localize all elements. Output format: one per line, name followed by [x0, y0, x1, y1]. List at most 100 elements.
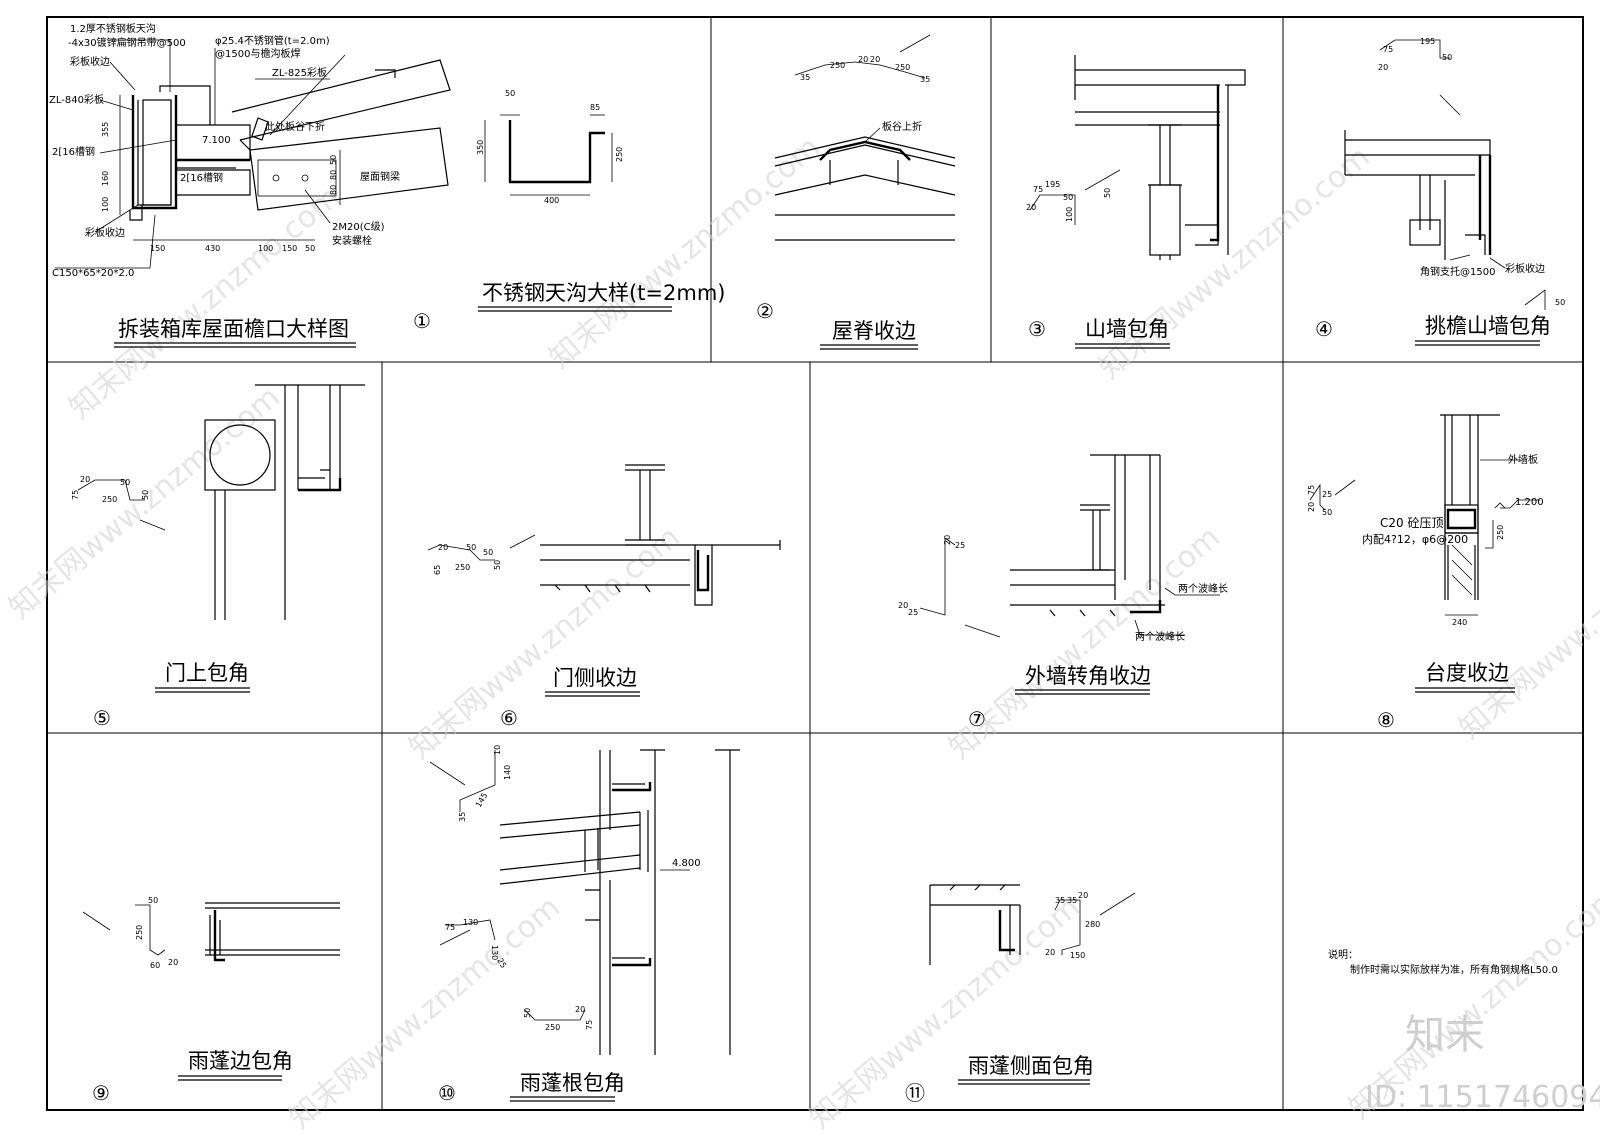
p7-note-crests-1: 两个波峰长	[1178, 582, 1228, 595]
p1-note-flashing-bottom: 彩板收边	[85, 226, 125, 239]
p3-dim-50: 50	[1063, 193, 1073, 202]
p4-title: 挑檐山墙包角	[1425, 314, 1551, 338]
p1-dim-100: 100	[258, 244, 273, 253]
p4-number: ④	[1315, 317, 1333, 341]
p5-number: ⑤	[93, 706, 111, 730]
p4-note-bracket: 角钢支托@1500	[1420, 265, 1495, 278]
p1-note-flashing-top: 彩板收边	[70, 55, 110, 68]
p8-number: ⑧	[1377, 708, 1395, 732]
p1-note-purlin: C150*65*20*2.0	[52, 268, 134, 279]
p10-note-elevation: 4.800	[672, 858, 701, 869]
p10-dim-250: 250	[545, 1023, 560, 1032]
p11-title: 雨蓬侧面包角	[968, 1054, 1094, 1078]
p6-title: 门侧收边	[553, 666, 637, 690]
p3-dim-195: 195	[1045, 180, 1060, 189]
gutter-dim-85: 85	[590, 103, 600, 112]
p3-dim-20: 20	[1026, 203, 1036, 212]
p9-title: 雨蓬边包角	[188, 1049, 293, 1073]
p11-dim-150: 150	[1070, 951, 1085, 960]
p1-dim-430: 430	[205, 244, 220, 253]
p9-dim-60: 60	[150, 961, 160, 970]
p3-dim-100: 100	[1065, 207, 1074, 222]
p6-dim-250: 250	[455, 563, 470, 572]
p9-dim-250: 250	[135, 925, 144, 940]
p1-dim-80b: 80	[329, 185, 338, 195]
p10-dim-145: 145	[474, 791, 489, 809]
p2-dim-20b: 20	[870, 55, 880, 64]
watermark-7: 知末网www.znzmo.com	[1453, 500, 1600, 746]
p8-dim-250: 250	[1496, 525, 1505, 540]
p4-dim-20: 20	[1378, 63, 1388, 72]
remark-label: 说明：	[1328, 948, 1358, 961]
watermark-5: 知末网www.znzmo.com	[403, 520, 687, 766]
p11-number: ⑪	[905, 1081, 925, 1105]
p1-note-fold-down: 此处板谷下折	[265, 120, 325, 133]
p1-note-zl825: ZL-825彩板	[272, 66, 327, 79]
watermark-id: ID: 1151746094	[1365, 1080, 1600, 1115]
p11-dim-35: 35	[1055, 896, 1065, 905]
p8-note-coping: C20 砼压顶	[1380, 516, 1443, 530]
p3-dim-75: 75	[1033, 185, 1043, 194]
p10-dim-75b: 75	[585, 1020, 594, 1030]
p6-dim-65: 65	[433, 565, 442, 575]
p1-dim-150: 150	[150, 244, 165, 253]
panel-dado-trim: 外墙板 1.200 C20 砼压顶 内配4?12，φ6@200 75 25 20…	[1307, 414, 1544, 732]
p9-number: ⑨	[92, 1081, 110, 1105]
watermark-layer: 知末网www.znzmo.com 知末网www.znzmo.com 知末网www…	[3, 130, 1600, 1130]
p8-dim-20: 20	[1307, 502, 1316, 512]
p8-dim-25: 25	[1322, 490, 1332, 499]
p1-note-pipe: φ25.4不锈钢管(t=2.0m)	[215, 34, 330, 47]
p2-number: ②	[756, 299, 774, 323]
p6-dim-50b: 50	[483, 548, 493, 557]
p9-dim-20: 20	[168, 958, 178, 967]
p3-dim-50b: 50	[1103, 188, 1112, 198]
p9-dim-50: 50	[148, 896, 158, 905]
p1-dim-50v: 50	[329, 155, 338, 165]
remark-text: 制作时需以实际放样为准，所有角钢规格L50.0	[1350, 963, 1558, 976]
p1-note-gutter: 1.2厚不锈钢板天沟	[70, 22, 156, 35]
p7-title: 外墙转角收边	[1025, 664, 1151, 688]
p10-dim-35: 35	[458, 812, 467, 822]
p10-dim-25: 25	[495, 957, 508, 970]
p1-dim-80a: 80	[329, 170, 338, 180]
p5-dim-50: 50	[120, 478, 130, 487]
p4-dim-50b: 50	[1555, 298, 1565, 307]
p1-note-bolts: 2M20(C级)	[332, 221, 385, 233]
panel-canopy-root-corner: 4.800 10 140 145 35 130 130 25 75 50 20 …	[429, 745, 740, 1105]
gutter-dim-250: 250	[615, 147, 624, 162]
p3-number: ③	[1028, 317, 1046, 341]
p2-dim-35: 35	[800, 73, 810, 82]
watermark-3: 知末网www.znzmo.com	[1093, 140, 1377, 386]
panel-door-top-corner: 20 75 250 50 50 门上包角 ⑤	[71, 384, 365, 730]
sheet-frame	[46, 16, 1584, 1111]
p5-dim-250: 250	[102, 495, 117, 504]
p1-note-channel: 2[16槽钢	[52, 145, 95, 158]
p10-title: 雨蓬根包角	[520, 1071, 625, 1095]
panel-gable-corner: 195 75 20 50 100 50 山墙包角 ③	[1026, 55, 1246, 349]
p3-title: 山墙包角	[1085, 317, 1169, 341]
p4-note-flashing: 彩板收边	[1505, 262, 1545, 275]
p10-dim-20: 20	[575, 1005, 585, 1014]
panel-canopy-edge-corner: 50 250 60 20 雨蓬边包角 ⑨	[82, 896, 340, 1105]
p7-dim-20: 20	[943, 535, 952, 545]
p11-dim-20b: 20	[1045, 948, 1055, 957]
p10-dim-140: 140	[503, 765, 512, 780]
p1-dim-355: 355	[101, 122, 110, 137]
p5-dim-75: 75	[71, 490, 80, 500]
p1b-title: 不锈钢天沟大样(t=2mm)	[482, 281, 726, 305]
panel-wall-corner: 两个波峰长 两个波峰长 20 25 20 25 外墙转角收边 ⑦	[898, 454, 1228, 731]
p6-dim-20: 20	[438, 543, 448, 552]
gutter-dim-350: 350	[476, 140, 485, 155]
p5-dim-50b: 50	[141, 490, 150, 500]
p1-title: 拆装箱库屋面檐口大样图	[118, 317, 349, 341]
p2-dim-250: 250	[830, 61, 845, 70]
p11-dim-35b: 35	[1067, 896, 1077, 905]
p10-dim-130: 130	[463, 918, 478, 927]
p6-dim-50c: 50	[493, 560, 502, 570]
p8-note-elevation: 1.200	[1515, 497, 1544, 508]
panel-door-side-trim: 20 50 50 65 250 50 门侧收边 ⑥	[427, 464, 781, 730]
p8-title: 台度收边	[1425, 661, 1509, 685]
p1-dim-150b: 150	[282, 244, 297, 253]
p1-dim-160: 160	[101, 171, 110, 186]
p1-note-zl840: ZL-840彩板	[49, 93, 104, 106]
